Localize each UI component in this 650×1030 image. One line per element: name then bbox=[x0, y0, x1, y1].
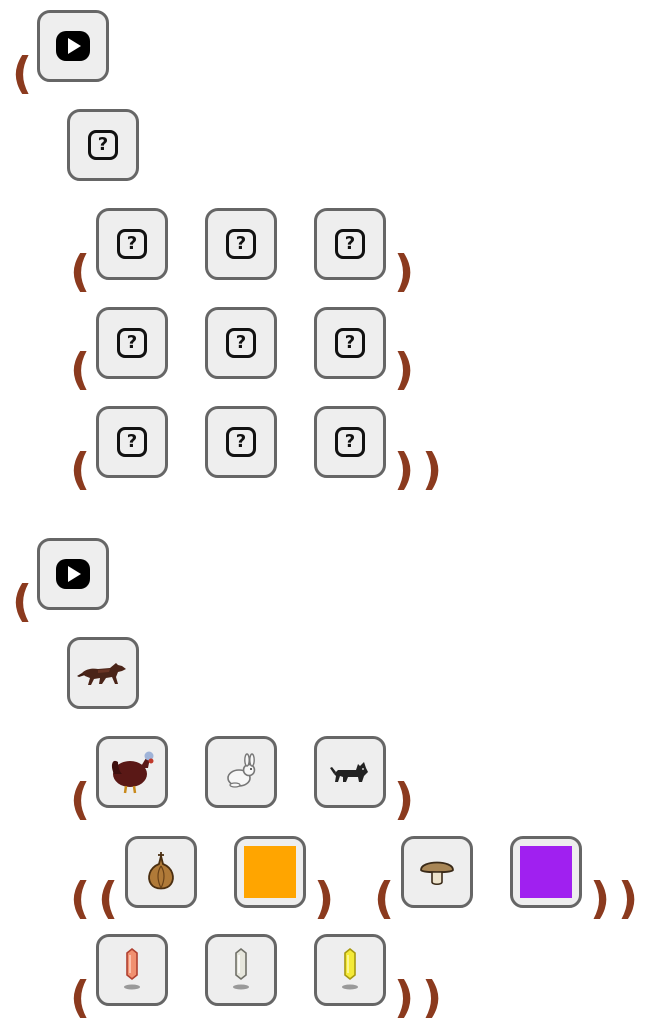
white-crystal-icon bbox=[233, 947, 249, 990]
play-button-tile[interactable] bbox=[37, 538, 109, 610]
unknown-tile[interactable]: ? bbox=[96, 208, 168, 280]
white-crystal-tile[interactable] bbox=[205, 934, 277, 1006]
rabbit-icon bbox=[227, 753, 256, 788]
onion-tile[interactable] bbox=[125, 836, 197, 908]
question-mark-icon: ? bbox=[226, 427, 256, 457]
question-mark-icon: ? bbox=[226, 229, 256, 259]
close-paren: ) bbox=[422, 444, 443, 495]
open-paren: ( bbox=[70, 873, 91, 924]
play-button-tile[interactable] bbox=[37, 10, 109, 82]
root-unknown-tile[interactable]: ? bbox=[67, 109, 139, 181]
orange-swatch bbox=[244, 846, 296, 898]
yellow-crystal-icon bbox=[342, 947, 358, 990]
yellow-crystal-tile[interactable] bbox=[314, 934, 386, 1006]
mushroom-icon bbox=[420, 861, 454, 886]
play-button-icon bbox=[56, 31, 90, 61]
orange-crystal-icon bbox=[124, 947, 140, 990]
wolf-tile[interactable] bbox=[67, 637, 139, 709]
close-paren: ) bbox=[590, 873, 611, 924]
close-paren: ) bbox=[314, 873, 335, 924]
orange-crystal-tile[interactable] bbox=[96, 934, 168, 1006]
open-paren: ( bbox=[98, 873, 119, 924]
question-mark-icon: ? bbox=[335, 427, 365, 457]
unknown-tile[interactable]: ? bbox=[205, 208, 277, 280]
question-mark-icon: ? bbox=[88, 130, 118, 160]
close-paren: ) bbox=[618, 873, 639, 924]
rabbit-tile[interactable] bbox=[205, 736, 277, 808]
turkey-icon bbox=[111, 751, 154, 794]
play-button-icon bbox=[56, 559, 90, 589]
open-paren: ( bbox=[70, 344, 91, 395]
unknown-tile[interactable]: ? bbox=[205, 307, 277, 379]
mushroom-tile[interactable] bbox=[401, 836, 473, 908]
close-paren: ) bbox=[394, 246, 415, 297]
close-paren: ) bbox=[394, 774, 415, 825]
open-paren: ( bbox=[12, 48, 33, 99]
purple-swatch bbox=[520, 846, 572, 898]
turkey-tile[interactable] bbox=[96, 736, 168, 808]
question-mark-icon: ? bbox=[335, 328, 365, 358]
open-paren: ( bbox=[12, 576, 33, 627]
close-paren: ) bbox=[394, 344, 415, 395]
open-paren: ( bbox=[374, 873, 395, 924]
onion-icon bbox=[148, 852, 174, 890]
close-paren: ) bbox=[394, 444, 415, 495]
black-cat-tile[interactable] bbox=[314, 736, 386, 808]
orange-swatch-tile[interactable] bbox=[234, 836, 306, 908]
open-paren: ( bbox=[70, 972, 91, 1023]
question-mark-icon: ? bbox=[117, 427, 147, 457]
open-paren: ( bbox=[70, 246, 91, 297]
unknown-tile[interactable]: ? bbox=[96, 307, 168, 379]
question-mark-icon: ? bbox=[117, 328, 147, 358]
unknown-tile[interactable]: ? bbox=[314, 307, 386, 379]
purple-swatch-tile[interactable] bbox=[510, 836, 582, 908]
black-cat-icon bbox=[330, 762, 368, 782]
wolf-icon bbox=[77, 663, 126, 685]
unknown-tile[interactable]: ? bbox=[314, 208, 386, 280]
unknown-tile[interactable]: ? bbox=[205, 406, 277, 478]
close-paren: ) bbox=[394, 972, 415, 1023]
open-paren: ( bbox=[70, 774, 91, 825]
unknown-tile[interactable]: ? bbox=[314, 406, 386, 478]
question-mark-icon: ? bbox=[117, 229, 147, 259]
close-paren: ) bbox=[422, 972, 443, 1023]
open-paren: ( bbox=[70, 444, 91, 495]
unknown-tile[interactable]: ? bbox=[96, 406, 168, 478]
question-mark-icon: ? bbox=[226, 328, 256, 358]
question-mark-icon: ? bbox=[335, 229, 365, 259]
